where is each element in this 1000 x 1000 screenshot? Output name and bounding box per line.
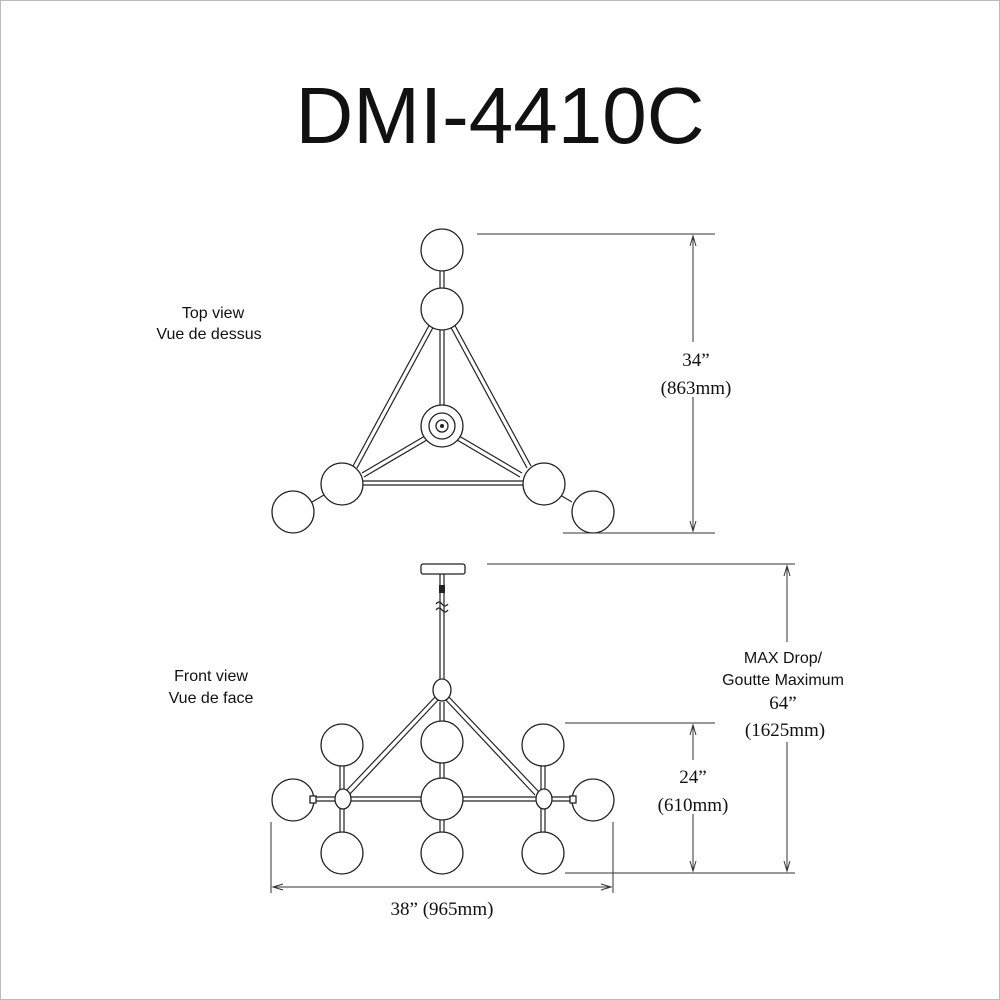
globe [571, 778, 615, 822]
globe [521, 831, 565, 875]
globe [420, 228, 464, 272]
globe [522, 462, 566, 506]
globe [320, 831, 364, 875]
max-drop-mm: (1625mm) [745, 720, 825, 741]
height-inches: 24” [679, 767, 706, 788]
front-view-drawing [271, 563, 615, 875]
height-mm: (610mm) [658, 795, 729, 816]
globe [320, 462, 364, 506]
globe [420, 287, 464, 331]
globe [420, 777, 464, 821]
front-view-label-en: Front view [174, 668, 248, 685]
model-title: DMI-4410C [295, 71, 704, 160]
depth-mm: (863mm) [661, 378, 732, 399]
globe [420, 720, 464, 764]
globe [271, 490, 315, 534]
max-drop-label-en: MAX Drop/ [744, 650, 823, 667]
globe [420, 831, 464, 875]
top-view-label-en: Top view [182, 305, 245, 322]
max-drop-label-fr: Goutte Maximum [722, 672, 844, 689]
max-drop-inches: 64” [769, 693, 796, 714]
top-view-label-fr: Vue de dessus [156, 326, 261, 343]
globe [571, 490, 615, 534]
max-drop-dimension [487, 563, 858, 874]
globe [271, 778, 315, 822]
depth-dimension [477, 233, 735, 534]
height-dimension [565, 722, 736, 873]
width-label: 38” (965mm) [391, 899, 494, 920]
globe [521, 723, 565, 767]
front-view-label-fr: Vue de face [169, 690, 254, 707]
width-dimension [270, 822, 614, 893]
depth-inches: 34” [682, 350, 709, 371]
globe [320, 723, 364, 767]
top-view-drawing [271, 228, 615, 534]
